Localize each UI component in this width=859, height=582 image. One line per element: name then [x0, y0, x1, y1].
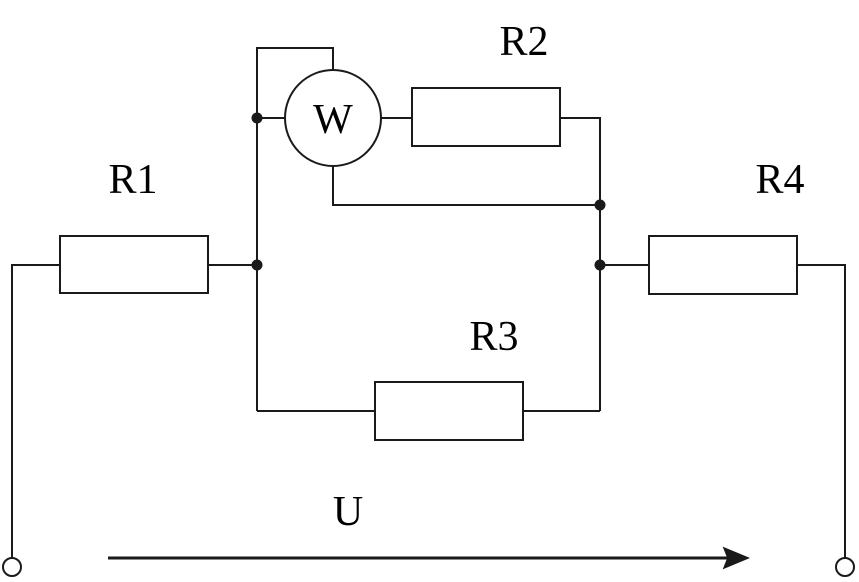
voltage-arrow-head: [722, 546, 750, 570]
wire-r2-to-right-bus: [560, 117, 601, 411]
label-voltage: U: [333, 489, 363, 535]
label-r2: R2: [499, 19, 548, 65]
junction-dot: [594, 199, 606, 211]
resistor-r1: [59, 235, 209, 294]
resistor-r3: [374, 381, 524, 441]
resistor-r4: [648, 235, 798, 295]
junction-dot: [251, 112, 263, 124]
terminal-left: [2, 557, 22, 577]
wire-left-terminal: [11, 264, 60, 558]
terminal-right: [835, 557, 855, 577]
label-r4: R4: [755, 157, 804, 203]
resistor-r2: [411, 87, 561, 147]
wire-wattmeter-loop: [256, 47, 334, 118]
junction-dot: [251, 259, 263, 271]
wire-right-terminal: [797, 264, 846, 558]
wire-wattmeter-bottom: [332, 166, 600, 206]
label-r3: R3: [469, 314, 518, 360]
label-r1: R1: [108, 157, 157, 203]
junction-dot: [594, 259, 606, 271]
wattmeter-label: W: [313, 97, 353, 143]
